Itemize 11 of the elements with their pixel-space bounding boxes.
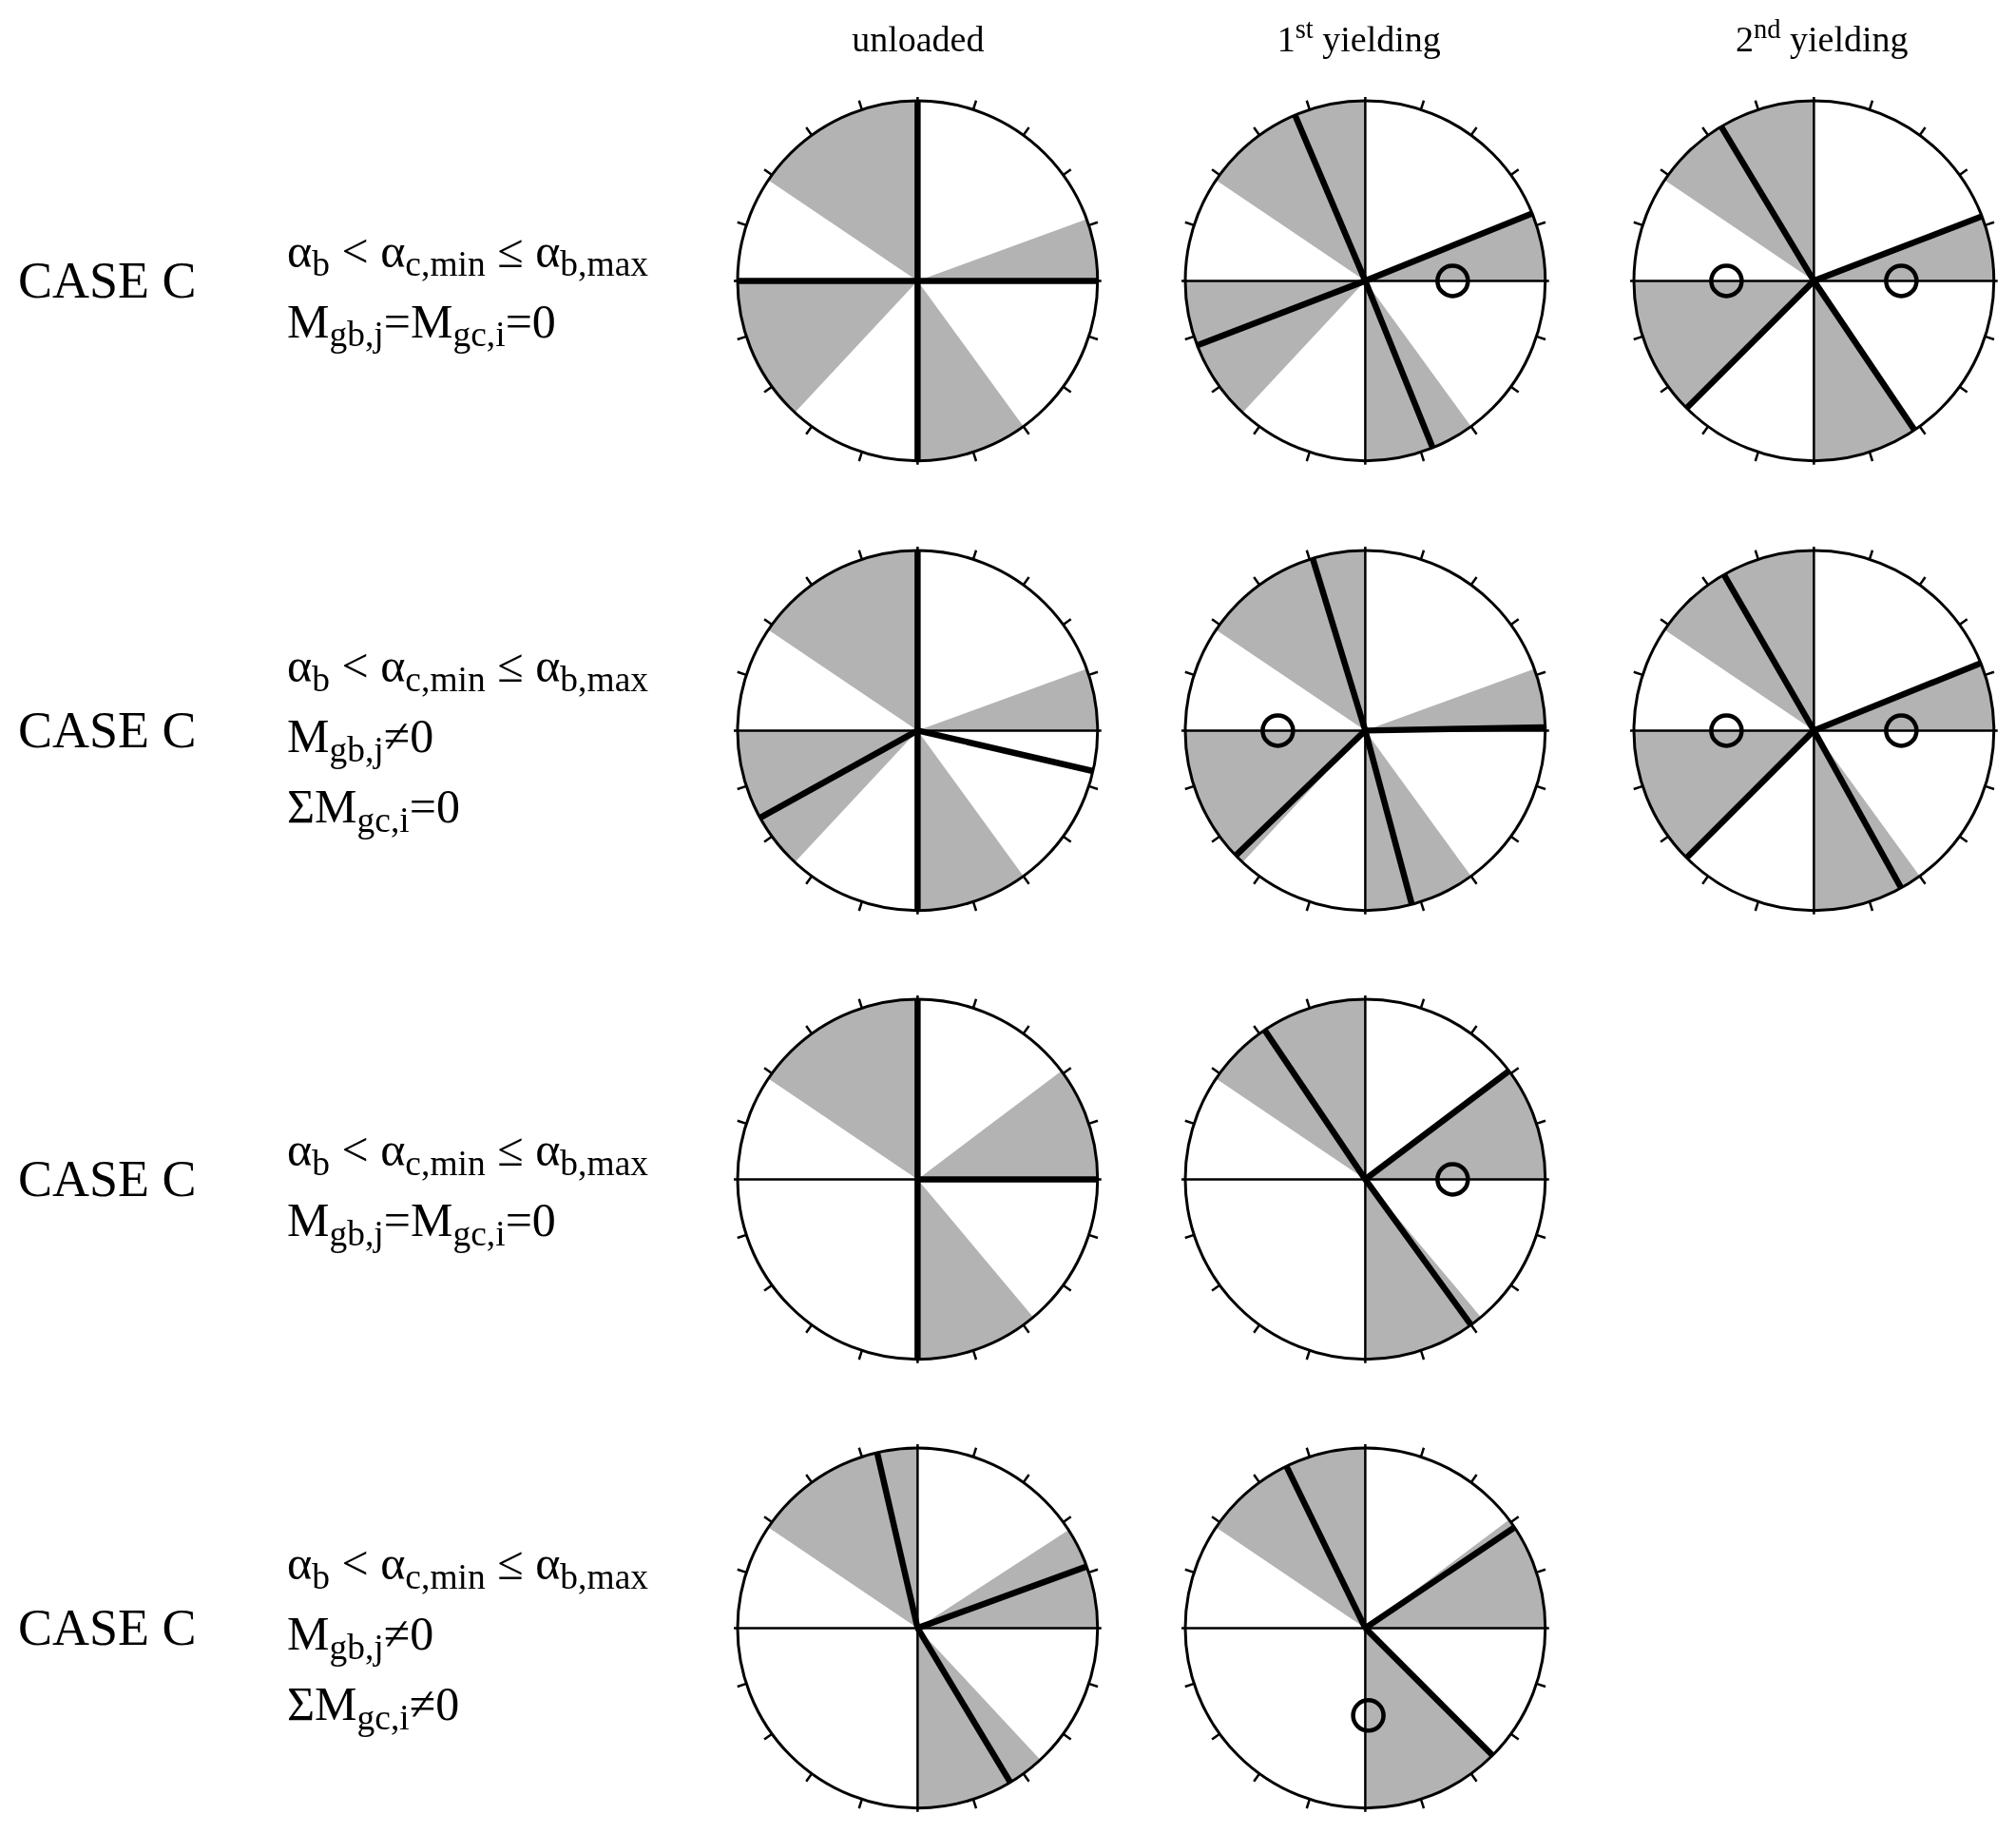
condition-formula: α$_{b}$ < α$_{c,min}$ ≤ α$_{b,max}$ (287, 1122, 649, 1179)
case-label: CASE C (18, 1602, 197, 1654)
condition-formula: α$_{b}$ < α$_{c,min}$ ≤ α$_{b,max}$ (287, 222, 649, 280)
column-header: 1$^{st}$ yielding (1277, 21, 1441, 57)
condition-formula: α$_{b}$ < α$_{c,min}$ ≤ α$_{b,max}$ (287, 1535, 649, 1593)
column-header: unloaded (852, 21, 985, 57)
column-header: 2$^{nd}$ yielding (1735, 21, 1909, 57)
condition-formula: α$_{b}$ < α$_{c,min}$ ≤ α$_{b,max}$ (287, 638, 649, 695)
case-label: CASE C (18, 1153, 197, 1206)
case-label: CASE C (18, 705, 197, 757)
case-label: CASE C (18, 254, 197, 306)
